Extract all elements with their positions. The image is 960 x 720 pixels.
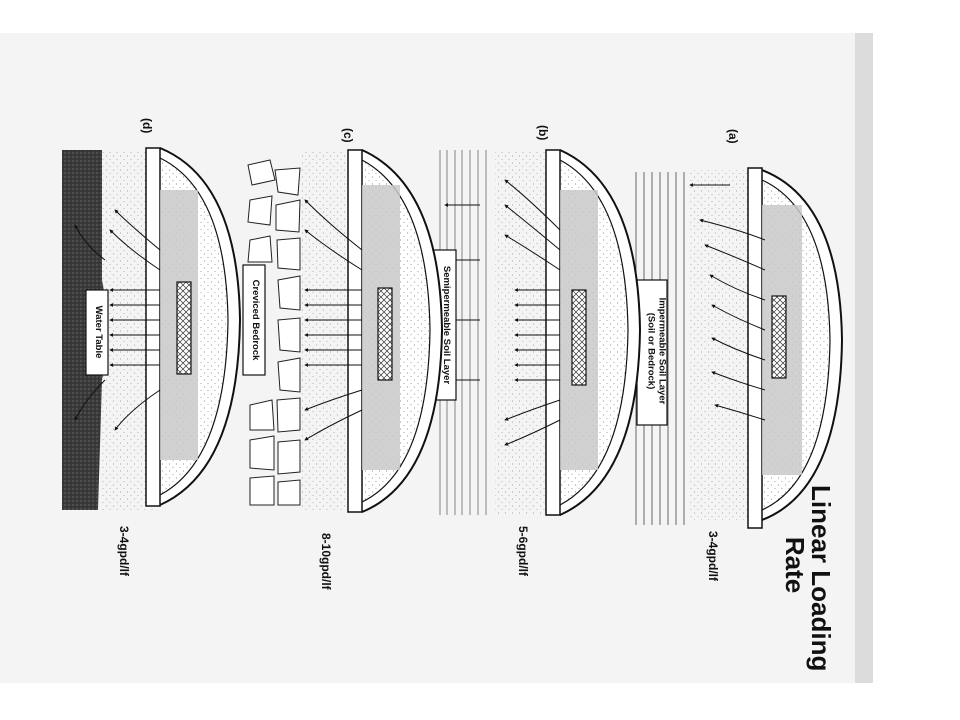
panel-a — [635, 167, 844, 529]
trench-c — [377, 287, 393, 381]
panel-c — [242, 149, 444, 513]
panel-b — [432, 149, 642, 516]
rate-d: 3-4gpd/lf — [117, 526, 131, 576]
rate-b: 5-6gpd/lf — [516, 526, 530, 576]
semipermeable-layer-label: Semipermeable Soil Layer — [441, 265, 452, 385]
panel-c-label: (c) — [341, 128, 355, 143]
creviced-bedrock-c — [247, 159, 301, 506]
creviced-bedrock-label: Creviced Bedrock — [250, 279, 261, 361]
panel-d-label: (d) — [140, 118, 154, 134]
water-table-d — [62, 150, 107, 510]
panel-d — [62, 147, 242, 510]
water-table-label: Water Table — [93, 305, 104, 359]
rate-a: 3-4gpd/lf — [706, 531, 720, 581]
panel-a-label: (a) — [726, 129, 740, 144]
trench-b — [571, 289, 587, 386]
trench-a — [771, 295, 787, 379]
panel-b-label: (b) — [536, 125, 550, 141]
trench-d — [176, 281, 192, 375]
figure-title: Linear Loading Rate — [774, 485, 836, 672]
title-line-2: Rate — [780, 536, 810, 594]
impermeable-layer-title: Impermeable Soil Layer — [656, 297, 668, 405]
impermeable-layer-subtitle: (Soil or Bedrock) — [645, 312, 657, 390]
rate-c: 8-10gpd/lf — [319, 533, 333, 590]
title-line-1: Linear Loading — [806, 485, 836, 672]
impermeable-layer-label: Impermeable Soil Layer (Soil or Bedrock) — [638, 279, 668, 424]
right-edge-strip — [855, 33, 873, 683]
